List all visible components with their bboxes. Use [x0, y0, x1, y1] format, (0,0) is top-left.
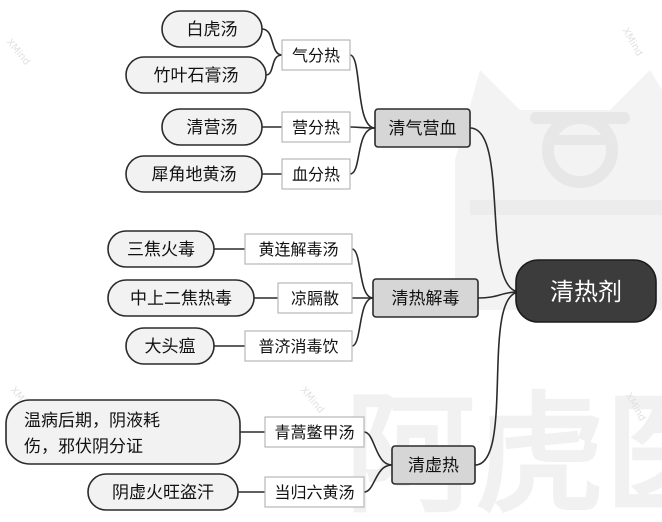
- connectors: [214, 28, 521, 493]
- sub-label: 营分热: [292, 118, 340, 137]
- sub-node-xuefenre[interactable]: 血分热: [281, 158, 351, 190]
- sub-node-pujixiaoduyin[interactable]: 普济消毒饮: [244, 330, 353, 362]
- leaf-node-baihutang[interactable]: 白虎汤: [161, 10, 263, 48]
- leaf-label: 清营汤: [187, 118, 238, 138]
- leaf-node-wenbinghouqi[interactable]: 温病后期，阴液耗 伤，邪伏阴分证: [5, 399, 241, 465]
- watermark-brand-right: XMind: [619, 26, 644, 58]
- leaf-node-xijiaodihuangtang[interactable]: 犀角地黄汤: [125, 155, 263, 193]
- group-node-qingxure[interactable]: 清虚热: [391, 445, 476, 485]
- sub-label: 青蒿鳖甲汤: [274, 423, 354, 442]
- leaf-node-zhuyeshigaotang[interactable]: 竹叶石膏汤: [125, 56, 267, 94]
- group-node-qingrejiedu[interactable]: 清热解毒: [372, 278, 479, 318]
- leaf-node-qingyingtang[interactable]: 清营汤: [161, 108, 263, 146]
- sub-label: 血分热: [292, 165, 340, 184]
- sub-node-dangguiliuhuangtang[interactable]: 当归六黄汤: [264, 476, 365, 508]
- leaf-label: 中上二焦热毒: [130, 289, 232, 309]
- group-node-qingqiyingxue[interactable]: 清气营血: [374, 108, 471, 148]
- leaf-node-zhongshangerjiaoredu[interactable]: 中上二焦热毒: [107, 279, 255, 317]
- leaf-label-line1: 温病后期，阴液耗: [24, 411, 160, 431]
- sub-node-lianggesan[interactable]: 凉膈散: [277, 282, 353, 314]
- group-label: 清热解毒: [392, 289, 460, 309]
- watermark-logo-icon: [455, 70, 662, 310]
- root-label: 清热剂: [550, 278, 622, 306]
- sub-label: 黄连解毒汤: [258, 240, 338, 259]
- leaf-label: 竹叶石膏汤: [154, 65, 239, 86]
- leaf-node-yinxuhuowangdaohan[interactable]: 阴虚火旺盗汗: [87, 473, 239, 511]
- group-label: 清气营血: [389, 119, 457, 139]
- sub-node-qinghaobiejiatang[interactable]: 青蒿鳖甲汤: [264, 416, 365, 448]
- leaf-label: 犀角地黄汤: [152, 165, 237, 185]
- leaf-label: 阴虚火旺盗汗: [112, 483, 214, 503]
- leaf-node-datouwen[interactable]: 大头瘟: [125, 327, 215, 365]
- sub-label: 气分热: [292, 46, 340, 65]
- watermark-brand-top: XMind: [4, 37, 32, 68]
- leaf-label: 白虎汤: [187, 20, 238, 40]
- leaf-label: 三焦火毒: [127, 240, 195, 260]
- group-label: 清虚热: [408, 456, 459, 476]
- sub-label: 普济消毒饮: [258, 337, 338, 356]
- sub-node-yingfenre[interactable]: 营分热: [281, 111, 351, 143]
- root-node[interactable]: 清热剂: [515, 259, 657, 323]
- sub-node-huanglianjiedutang[interactable]: 黄连解毒汤: [244, 233, 353, 265]
- watermark-brand-mid: XMind: [298, 385, 326, 416]
- leaf-label: 大头瘟: [145, 337, 196, 357]
- sub-label: 凉膈散: [291, 289, 339, 308]
- leaf-label-line2: 伤，邪伏阴分证: [24, 437, 143, 457]
- leaf-node-sanjiaohuodu[interactable]: 三焦火毒: [107, 230, 215, 268]
- sub-label: 当归六黄汤: [274, 483, 354, 502]
- sub-node-qifenre[interactable]: 气分热: [281, 39, 351, 71]
